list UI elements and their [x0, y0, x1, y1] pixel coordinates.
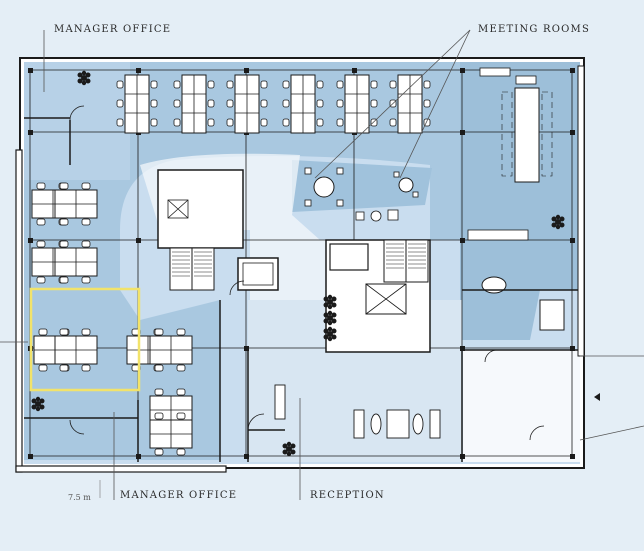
interior-walls — [24, 117, 580, 462]
core-west — [157, 169, 279, 291]
door-swings — [69, 105, 545, 441]
core-east — [325, 239, 431, 353]
elevator-icon — [329, 243, 369, 271]
lobby-white — [463, 350, 580, 462]
conference-table — [467, 67, 565, 331]
reception-label: RECEPTION — [310, 490, 385, 501]
manager-office-top-label: MANAGER OFFICE — [54, 24, 172, 35]
meeting-room-west-dark — [24, 62, 130, 180]
leader-lines — [0, 29, 644, 500]
scale-label: 7.5 m — [68, 493, 91, 502]
arrow-left-icon — [594, 393, 600, 401]
reception-furniture — [274, 384, 441, 439]
meeting-table-icon — [304, 167, 419, 222]
meeting-zone-east — [460, 62, 580, 340]
manager-office-bottom-label: MANAGER OFFICE — [120, 490, 238, 501]
meeting-rooms-label: MEETING ROOMS — [478, 24, 590, 35]
highlight-box — [29, 287, 141, 392]
